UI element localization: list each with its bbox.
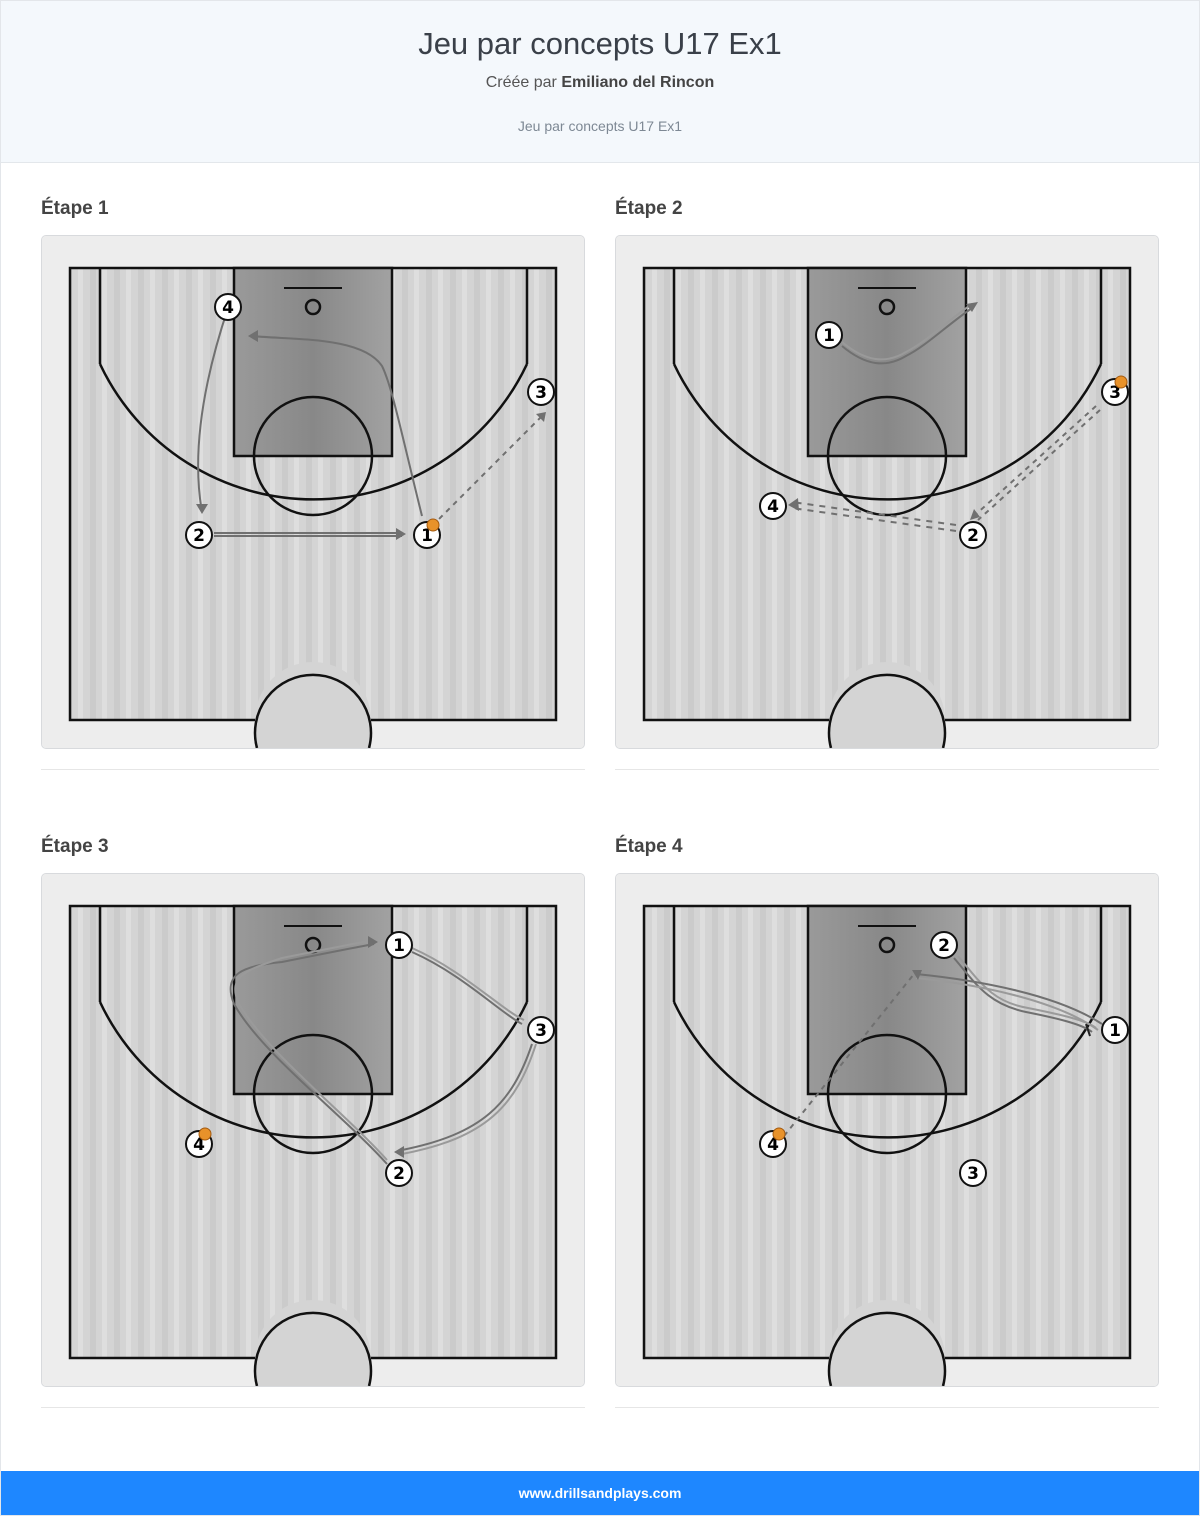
created-by-label: Créée par	[485, 74, 557, 91]
step-title: Étape 2	[615, 198, 683, 219]
court-svg: 1 3 4 2	[616, 236, 1158, 748]
player-marker[interactable]: 2	[959, 521, 987, 549]
player-marker[interactable]: 2	[385, 1159, 413, 1187]
cut-line	[953, 957, 1093, 1033]
player-marker[interactable]: 4	[759, 1127, 787, 1158]
screen-mark	[1085, 1023, 1091, 1037]
player-number: 3	[1109, 383, 1121, 403]
page-title: Jeu par concepts U17 Ex1	[418, 26, 782, 61]
pass-line	[791, 507, 957, 532]
player-marker[interactable]: 3	[527, 378, 555, 406]
ball-icon	[772, 1127, 786, 1141]
player-number: 3	[967, 1164, 979, 1184]
cut-line	[411, 947, 525, 1021]
ball-icon	[1114, 375, 1128, 389]
player-number: 2	[393, 1164, 405, 1184]
player-number: 4	[767, 1135, 779, 1155]
cut-line	[841, 303, 973, 361]
author-byline: Créée par Emiliano del Rincon	[1, 74, 1199, 92]
player-number: 1	[393, 936, 405, 956]
court-diagram: 2 1 4 3	[615, 873, 1159, 1387]
pass-line	[783, 973, 915, 1137]
step-4: Étape 4 2 1	[615, 835, 1159, 1408]
player-marker[interactable]: 4	[214, 293, 242, 321]
arrow-head	[368, 936, 378, 948]
court-diagram: 4 3 2 1	[41, 235, 585, 749]
court-diagram: 1 3 4 2	[615, 235, 1159, 749]
step-1: Étape 1 4 3	[41, 197, 585, 770]
player-marker[interactable]: 3	[1101, 375, 1129, 406]
court-svg: 2 1 4 3	[616, 874, 1158, 1386]
arrow-head	[536, 412, 546, 422]
player-marker[interactable]: 2	[930, 931, 958, 959]
player-marker[interactable]: 3	[959, 1159, 987, 1187]
arrow-head	[196, 504, 208, 514]
page-subtitle: Jeu par concepts U17 Ex1	[517, 118, 683, 134]
step-title: Étape 1	[41, 198, 109, 219]
cut-line	[401, 1043, 533, 1151]
site-footer: www.drillsandplays.com	[1, 1471, 1199, 1515]
step-3: Étape 3 1 3	[41, 835, 585, 1408]
player-number: 3	[535, 383, 547, 403]
player-marker[interactable]: 3	[527, 1016, 555, 1044]
player-marker[interactable]: 1	[413, 518, 441, 549]
divider	[41, 769, 585, 770]
player-number: 1	[823, 326, 835, 346]
player-number: 2	[967, 526, 979, 546]
court-svg: 1 3 4 2	[42, 874, 584, 1386]
cut-line	[915, 973, 1103, 1025]
divider	[615, 1407, 1159, 1408]
divider	[615, 769, 1159, 770]
player-number: 2	[938, 936, 950, 956]
player-number: 4	[767, 497, 779, 517]
player-marker[interactable]: 1	[815, 321, 843, 349]
player-marker[interactable]: 1	[1101, 1016, 1129, 1044]
cut-line	[841, 307, 973, 365]
player-marker[interactable]: 1	[385, 931, 413, 959]
author-name: Emiliano del Rincon	[561, 74, 715, 91]
arrow-head	[248, 330, 258, 342]
player-number: 1	[1109, 1021, 1121, 1041]
pass-line	[791, 501, 957, 526]
arrow-head	[970, 509, 980, 520]
ball-icon	[198, 1127, 212, 1141]
cut-line	[411, 951, 523, 1025]
pass-line	[977, 409, 1101, 521]
cut-line	[197, 307, 229, 513]
cut-line	[401, 1043, 537, 1155]
cut-line	[229, 943, 388, 1165]
player-number: 1	[421, 526, 433, 546]
player-marker[interactable]: 4	[759, 492, 787, 520]
player-number: 3	[535, 1021, 547, 1041]
player-number: 2	[193, 526, 205, 546]
cut-line	[234, 939, 388, 1161]
player-number: 4	[222, 298, 234, 318]
ball-icon	[426, 518, 440, 532]
arrow-head	[394, 1146, 404, 1158]
cut-line	[915, 977, 1099, 1031]
arrow-head	[912, 970, 922, 980]
pass-line	[973, 405, 1097, 517]
player-number: 4	[193, 1135, 205, 1155]
player-marker[interactable]: 2	[185, 521, 213, 549]
divider	[41, 1407, 585, 1408]
step-title: Étape 3	[41, 836, 109, 857]
player-marker[interactable]: 4	[185, 1127, 213, 1158]
page-header: Jeu par concepts U17 Ex1 Créée par Emili…	[1, 1, 1199, 163]
cut-line	[251, 335, 423, 517]
arrow-head	[396, 528, 406, 540]
arrow-head	[966, 302, 978, 312]
court-diagram: 1 3 4 2	[41, 873, 585, 1387]
site-url-link[interactable]: www.drillsandplays.com	[518, 1485, 682, 1501]
arrow-head	[788, 498, 799, 511]
court-svg: 4 3 2 1	[42, 236, 584, 748]
step-2: Étape 2 1 3	[615, 197, 1159, 770]
step-title: Étape 4	[615, 836, 683, 857]
